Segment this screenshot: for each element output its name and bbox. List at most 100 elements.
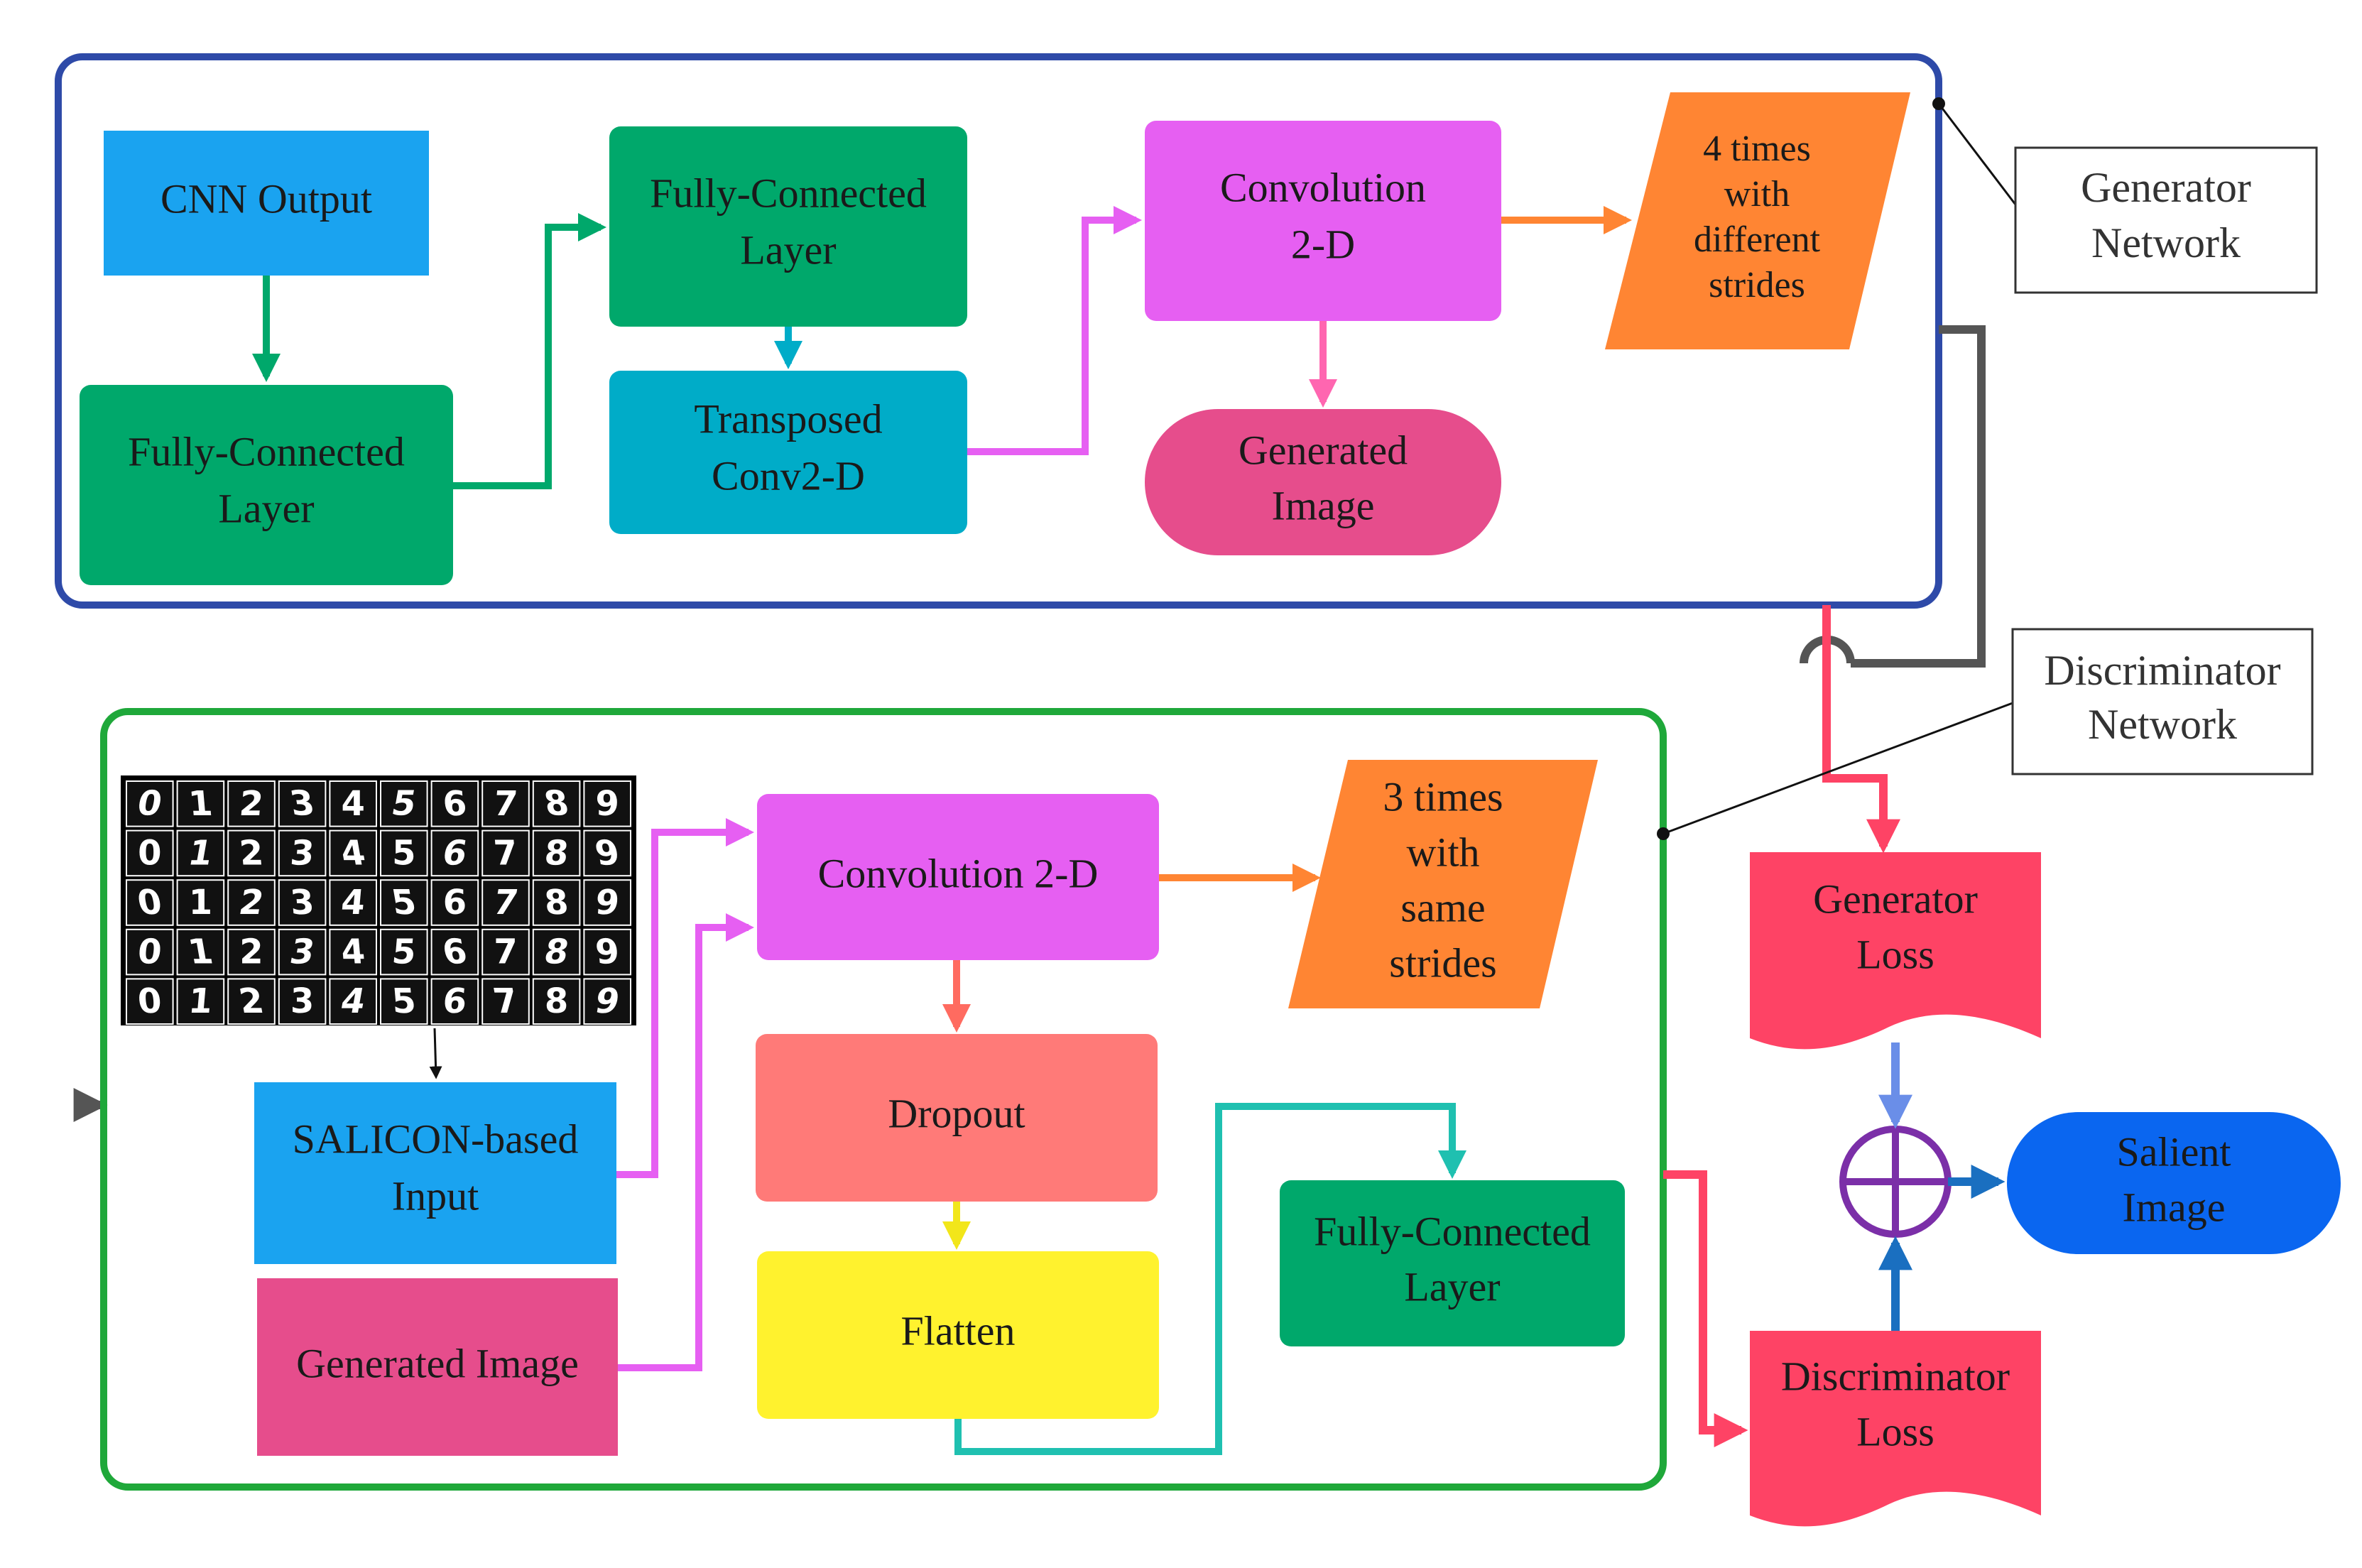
digit-glyph: 7 (492, 784, 519, 824)
digit-cell (583, 928, 632, 976)
transposed-conv-label-line1: Transposed (694, 396, 882, 442)
digit-cell (430, 829, 479, 877)
fc-layer-left-node: Fully-Connected Layer (80, 385, 453, 585)
digit-cell (227, 879, 276, 926)
generator-generated-image-node: Generated Image (1145, 409, 1501, 555)
discriminator-convolution-node: Convolution 2-D (757, 794, 1159, 960)
digit-cell (126, 978, 174, 1025)
generator-loss-line1: Generator (1813, 876, 1978, 922)
arrow-transposed-to-conv (967, 206, 1142, 455)
arrow-discriminator-to-discriminator-loss (1663, 1170, 1748, 1447)
generator-convolution-label-line2: 2-D (1291, 221, 1355, 267)
transposed-conv-node: Transposed Conv2-D (609, 371, 967, 534)
digit-glyph: 4 (341, 784, 364, 824)
generator-network-pointer (1937, 103, 2017, 205)
discriminator-network-dot (1657, 827, 1670, 840)
digit-cell (481, 879, 530, 926)
discriminator-network-label-line1: Discriminator (2044, 647, 2280, 694)
discriminator-loss-line1: Discriminator (1781, 1353, 2010, 1399)
generator-repeat-line4: strides (1709, 265, 1805, 305)
digit-cell (176, 879, 225, 926)
digit-cell (481, 978, 530, 1025)
salient-image-line1: Salient (2116, 1128, 2231, 1175)
digit-cell (532, 780, 581, 827)
discriminator-convolution-label: Convolution 2-D (818, 850, 1099, 896)
discriminator-repeat-line1: 3 times (1383, 773, 1503, 820)
arrow-grid-to-salicon (429, 1028, 442, 1079)
digit-cell (583, 829, 632, 877)
digit-cell (532, 978, 581, 1025)
discriminator-loss-line2: Loss (1856, 1408, 1934, 1454)
salicon-input-line1: SALICON-based (293, 1116, 579, 1162)
dropout-node: Dropout (756, 1034, 1158, 1202)
digit-glyph: 4 (339, 883, 366, 922)
digit-cell (278, 879, 327, 926)
digit-cell (583, 780, 632, 827)
digit-cell (176, 928, 225, 976)
digit-glyph: 7 (492, 833, 519, 873)
digit-glyph: 3 (288, 883, 315, 922)
arrow-fc-left-to-fc-mid (453, 213, 606, 489)
digit-glyph: 1 (187, 784, 214, 824)
discriminator-fc-layer-line1: Fully-Connected (1314, 1208, 1591, 1254)
digit-cell (126, 780, 174, 827)
digit-cell (176, 780, 225, 827)
digit-cell (430, 928, 479, 976)
discriminator-repeat-line2: with (1406, 829, 1479, 875)
digit-cell (126, 879, 174, 926)
digit-glyph: 8 (545, 981, 568, 1021)
generator-generated-image-line1: Generated (1239, 427, 1408, 473)
discriminator-repeat-line3: same (1400, 884, 1485, 930)
sum-operator-icon (1839, 1126, 1952, 1238)
digit-cell (532, 879, 581, 926)
digit-glyph: 3 (288, 833, 315, 873)
digit-cell (278, 978, 327, 1025)
generator-repeat-line3: different (1694, 219, 1821, 260)
discriminator-generated-image-node: Generated Image (257, 1278, 618, 1456)
discriminator-loss-node: Discriminator Loss (1750, 1331, 2041, 1527)
salicon-input-line2: Input (392, 1172, 479, 1219)
digit-cell (430, 978, 479, 1025)
digit-glyph: 1 (189, 883, 212, 922)
arrow-generated-to-conv (618, 913, 754, 1371)
arrow-generator-to-generator-loss (1822, 605, 1900, 854)
digit-glyph: 4 (339, 932, 366, 972)
digit-cell (380, 879, 428, 926)
digit-cell (278, 780, 327, 827)
digit-cell (176, 978, 225, 1025)
digit-glyph: 6 (441, 784, 468, 824)
generator-convolution-node: Convolution 2-D (1145, 121, 1501, 321)
digit-cell (329, 780, 377, 827)
salicon-input-node: SALICON-based Input (254, 1082, 616, 1264)
digit-cell (227, 978, 276, 1025)
fc-layer-mid-label-line1: Fully-Connected (650, 170, 927, 216)
discriminator-network-frame (100, 708, 1667, 1491)
transposed-conv-label-line2: Conv2-D (712, 452, 865, 499)
digit-cell (380, 780, 428, 827)
digit-glyph: 8 (543, 883, 570, 922)
digit-cell (583, 879, 632, 926)
flatten-node: Flatten (757, 1251, 1159, 1419)
generator-convolution-label-line1: Convolution (1220, 164, 1426, 210)
digit-glyph: 9 (595, 784, 619, 824)
digit-glyph: 3 (290, 981, 314, 1021)
generator-loss-line2: Loss (1856, 931, 1934, 977)
cnn-output-node: CNN Output (104, 131, 429, 276)
digit-cell (329, 829, 377, 877)
generator-network-label: Generator Network (2014, 146, 2318, 294)
digit-cell (430, 879, 479, 926)
digit-glyph: 0 (136, 981, 163, 1021)
digit-glyph: 5 (391, 932, 418, 972)
digit-glyph: 1 (187, 981, 214, 1021)
digit-cell (329, 978, 377, 1025)
digit-cell (329, 879, 377, 926)
digit-cell (532, 829, 581, 877)
arrow-flatten-to-fc (954, 1103, 1466, 1455)
digit-glyph: 8 (543, 833, 570, 873)
digit-cell (380, 829, 428, 877)
fc-layer-left-label-line1: Fully-Connected (128, 428, 405, 474)
salient-image-line2: Image (2123, 1184, 2226, 1230)
digit-cell (583, 978, 632, 1025)
generator-loss-node: Generator Loss (1750, 852, 2041, 1050)
